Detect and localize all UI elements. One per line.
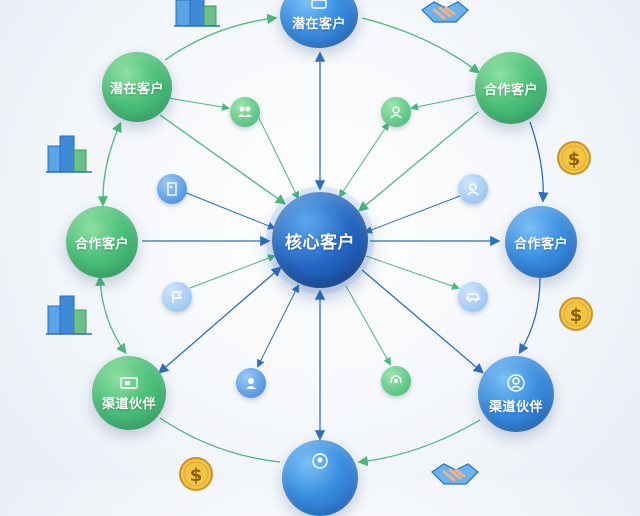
node-bottom-partial [282,440,358,516]
building-icon [46,295,92,335]
people-icon [238,106,252,117]
diagram-connectors [95,13,549,467]
node-label: 潜在客户 [109,81,164,97]
node-left-partner-customer: 合作客户 [66,206,138,278]
node-label: 核心客户 [285,232,355,253]
mini-node-user-light [458,174,488,204]
node-label: 合作客户 [74,236,129,252]
flag-icon [172,291,183,303]
handshake-icon [431,463,479,485]
line-core-lowerright [361,269,484,374]
mini-node-handshake [230,97,260,127]
user-icon [507,373,525,392]
network-diagram: 潜在客户 潜在客户 合作客户 合作客户 核心客户 合作客户 渠道伙伴 渠道伙伴 [46,0,593,516]
dollar-coin-icon: $ [559,297,593,331]
node-label: 渠道伙伴 [101,396,156,412]
node-lower-left-channel-partner: 渠道伙伴 [92,356,166,430]
arc-upperright-right [529,121,549,203]
node-upper-right-partner-customer: 合作客户 [475,52,547,124]
arc-lowerright-bottom [357,419,481,467]
car-icon [465,293,481,302]
node-label: 合作客户 [513,236,568,252]
arc-upperleft-top [164,13,278,61]
user-icon [246,378,256,389]
arc-right-lowerright [518,277,541,355]
svg-text:$: $ [568,149,581,170]
node-label: 合作客户 [483,82,538,98]
line-upperleft-core [159,114,287,205]
svg-text:$: $ [570,305,583,326]
node-label: 渠道伙伴 [488,399,543,415]
headset-user-icon [312,453,328,469]
arc-left-lowerleft [95,275,127,355]
user-icon [390,106,402,119]
mini-node-user-green [381,97,411,127]
user-icon [467,183,479,196]
headset-icon [390,375,402,384]
node-right-partner-customer: 合作客户 [505,206,577,278]
arc-upperleft-left [97,121,122,207]
dollar-coin-icon: $ [179,457,213,491]
arc-lowerleft-bottom [159,417,281,463]
svg-text:$: $ [190,465,203,486]
building-icon [167,182,177,196]
handshake-icon [421,1,469,23]
node-lower-right-channel-partner: 渠道伙伴 [478,356,554,432]
arc-top-upperright [361,17,481,74]
mini-node-headset [381,366,411,396]
mini-node-user-blue [236,368,266,398]
mini-node-car [458,282,488,312]
dollar-coin-icon: $ [557,141,591,175]
building-icon [174,0,220,27]
user-group-icon [311,0,327,9]
node-upper-left-potential-customer: 潜在客户 [102,52,172,122]
building-icon [46,135,92,173]
mini-node-flag [162,282,192,312]
node-core-customer: 核心客户 [272,192,368,288]
node-label: 潜在客户 [291,16,346,32]
mini-node-building [157,174,187,204]
shop-icon [120,376,138,389]
